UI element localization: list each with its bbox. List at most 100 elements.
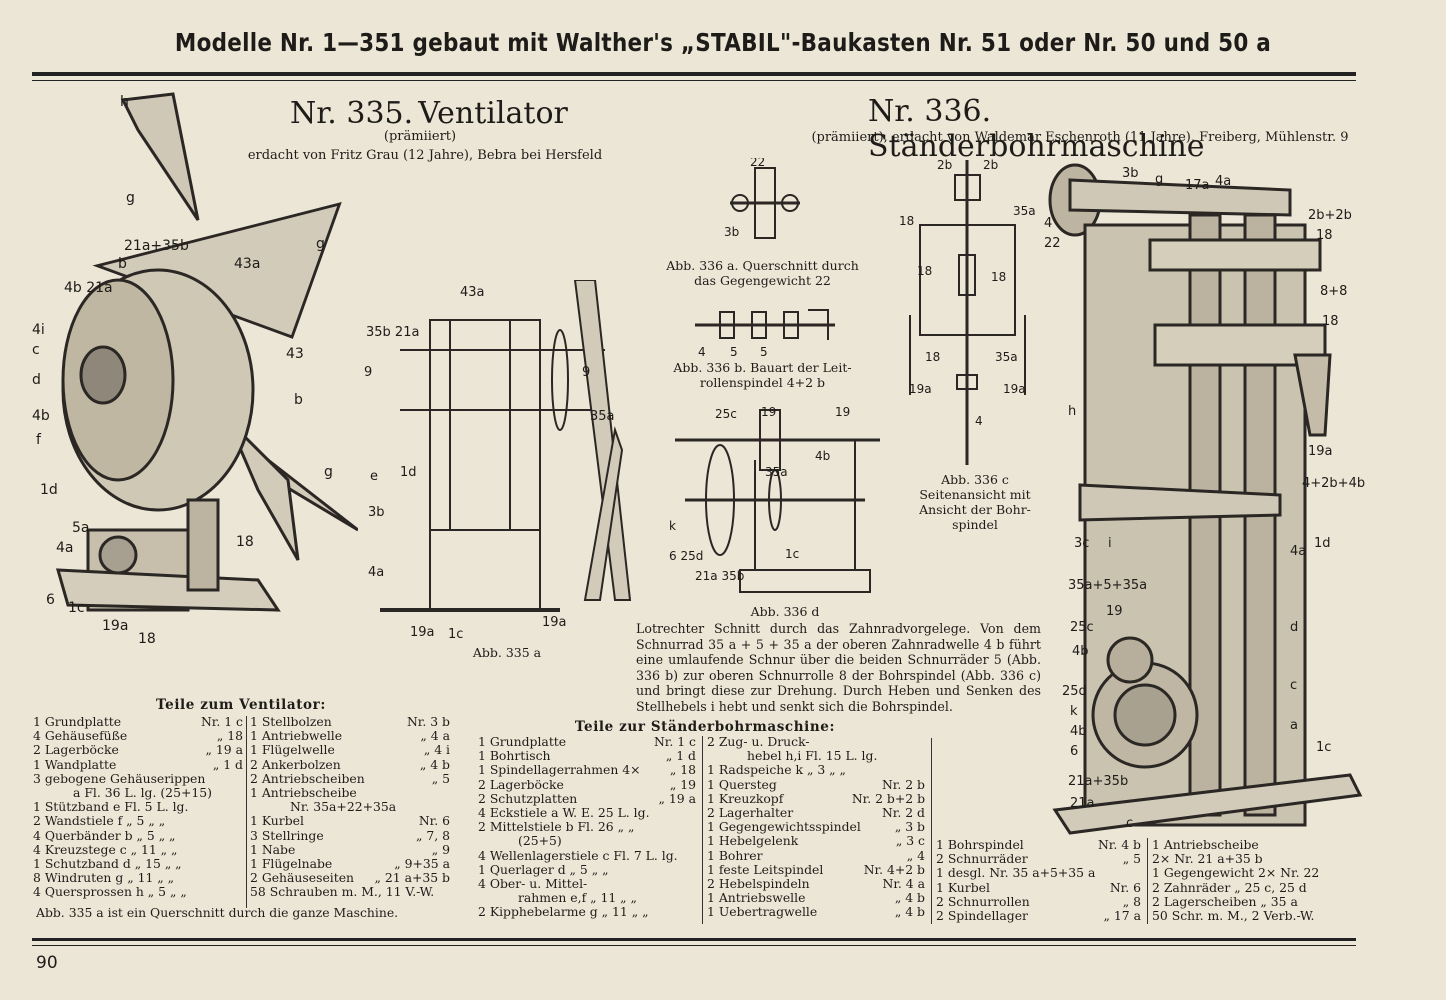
svg-text:1c: 1c xyxy=(68,600,85,616)
svg-text:3b: 3b xyxy=(724,225,739,239)
parts-list-item: 2 Spindellager „ 17 a xyxy=(936,908,1141,924)
parts-item-number: „ 17 a xyxy=(1103,908,1141,924)
svg-text:e: e xyxy=(370,469,378,484)
svg-text:d: d xyxy=(32,372,41,388)
header-rule-thin xyxy=(32,80,1356,81)
svg-text:9: 9 xyxy=(364,365,372,380)
parts-item-number: Nr. 4 a xyxy=(882,876,926,892)
svg-text:2b: 2b xyxy=(937,158,952,172)
bohrmaschine-parts-col2: 2 Zug- u. Druck-hebel h,i Fl. 15 L. lg.1… xyxy=(707,734,926,920)
parts-item-number: „ 9 xyxy=(431,841,450,857)
footer-rule-thin xyxy=(32,945,1356,946)
parts-list-item: 1 Schutzband d „ 15 „ „ xyxy=(33,856,243,871)
caption-abb-336b: Abb. 336 b. Bauart der Leit- rollenspind… xyxy=(650,360,875,390)
parts-item-number: „ 18 xyxy=(669,762,696,778)
svg-text:8+8: 8+8 xyxy=(1320,284,1347,299)
ventilator-title: Nr. 335. Ventilator xyxy=(290,96,620,131)
parts-item-name: 1 Bohrer xyxy=(707,847,763,863)
svg-text:g: g xyxy=(324,464,333,480)
parts-item-name: 1 Antriebscheibe xyxy=(1152,837,1259,852)
svg-text:21a+35b: 21a+35b xyxy=(124,238,189,254)
parts-item-name: 1 Flügelnabe xyxy=(250,856,333,872)
bohrmaschine-inventor: (prämiiert), erdacht von Waldemar Eschen… xyxy=(811,130,1349,145)
bohrmaschine-parts-separator-1 xyxy=(702,736,703,924)
parts-list-item: Nr. 35a+22+35a xyxy=(250,800,450,814)
svg-text:4a: 4a xyxy=(1215,174,1231,189)
parts-list-item: 1 Hebelgelenk„ 3 c xyxy=(707,834,925,848)
parts-item-name: 3 Stellringe xyxy=(250,827,324,843)
parts-item-number: „ 19 xyxy=(669,776,696,792)
parts-list-item: 1 Spindellagerrahmen 4×„ 18 xyxy=(478,763,696,777)
parts-item-number: „ 21 a+35 b xyxy=(374,870,450,886)
bohrmaschine-parts-separator-2 xyxy=(931,738,932,924)
parts-item-number: „ 4 b xyxy=(894,904,925,920)
svg-text:43: 43 xyxy=(286,346,304,362)
svg-text:18: 18 xyxy=(1316,228,1333,243)
parts-list-item: 2 Ankerbolzen„ 4 b xyxy=(250,757,450,772)
parts-item-number: „ 1 d xyxy=(212,756,243,772)
ventilator-model-number: Nr. 335. xyxy=(290,96,414,131)
parts-item-name: 1 Gegengewicht 2× Nr. 22 xyxy=(1152,865,1320,881)
parts-item-name: 4 Querbänder b „ 5 „ „ xyxy=(33,827,176,843)
ventilator-parts-heading: Teile zum Ventilator: xyxy=(156,697,326,713)
svg-text:18: 18 xyxy=(236,534,254,550)
svg-text:i: i xyxy=(1108,536,1112,551)
svg-text:6 25d: 6 25d xyxy=(669,549,703,563)
parts-item-name: 1 Bohrtisch xyxy=(478,748,551,764)
svg-text:19: 19 xyxy=(1106,604,1123,619)
parts-item-name: 1 Antriebscheibe xyxy=(250,785,357,801)
parts-item-number: „ 8 xyxy=(1122,893,1141,909)
svg-text:h: h xyxy=(120,94,129,110)
parts-item-name: 1 Antriebwelle xyxy=(250,728,343,744)
parts-item-number: „ 9+35 a xyxy=(394,856,450,872)
parts-list-item: 2 Schnurräder„ 5 xyxy=(936,852,1141,866)
caption-abb-336c-line4: spindel xyxy=(952,517,998,532)
parts-item-name: 1 Stützband e Fl. 5 L. lg. xyxy=(33,799,189,815)
parts-item-name: rahmen e,f „ 11 „ „ xyxy=(518,890,637,906)
svg-text:5: 5 xyxy=(730,345,738,359)
parts-list-item: 2 Schutzplatten„ 19 a xyxy=(478,791,696,806)
svg-text:21a 35b: 21a 35b xyxy=(695,569,744,583)
svg-text:4b 21a: 4b 21a xyxy=(64,280,113,296)
parts-list-item: 2 Schnurrollen„ 8 xyxy=(936,893,1141,909)
svg-text:d: d xyxy=(1290,620,1298,635)
parts-item-name: 2 Antriebscheiben xyxy=(250,770,365,786)
parts-item-name: 2 Spindellager xyxy=(936,908,1028,924)
parts-list-item: 58 Schrauben m. M., 11 V.-W. xyxy=(250,885,450,899)
parts-list-item: 2 Zug- u. Druck- xyxy=(707,734,925,749)
svg-text:19a: 19a xyxy=(1003,382,1026,396)
bohrmaschine-parts-heading: Teile zur Ständerbohrmaschine: xyxy=(574,719,836,735)
svg-text:4b: 4b xyxy=(1072,644,1089,659)
svg-text:6: 6 xyxy=(1070,744,1078,759)
svg-text:35a+5+35a: 35a+5+35a xyxy=(1068,578,1147,593)
parts-list-item: 4 Quersprossen h „ 5 „ „ xyxy=(33,885,243,899)
parts-item-name: 1 Bohrspindel xyxy=(936,837,1024,852)
svg-text:1d: 1d xyxy=(40,482,58,498)
svg-text:b: b xyxy=(118,256,127,272)
caption-abb-336d: Abb. 336 d xyxy=(750,604,820,619)
svg-text:4b: 4b xyxy=(1070,724,1087,739)
parts-item-number: „ 4 i xyxy=(423,742,450,758)
ventilator-name: Ventilator xyxy=(418,96,568,131)
parts-item-name: 1 Kreuzkopf xyxy=(707,790,784,806)
parts-item-number: Nr. 2 b xyxy=(881,776,925,792)
svg-text:4a: 4a xyxy=(1290,544,1306,559)
parts-list-item: 1 Bohrtisch„ 1 d xyxy=(478,749,696,763)
parts-item-number: „ 5 xyxy=(431,770,450,786)
parts-item-name: hebel h,i Fl. 15 L. lg. xyxy=(747,748,878,764)
parts-list-item: 1 Flügelwelle„ 4 i xyxy=(250,743,450,757)
parts-item-name: 2 Lagerböcke xyxy=(478,776,564,792)
parts-item-name: 1 Radspeiche k „ 3 „ „ xyxy=(707,762,846,778)
parts-list-item: 1 Radspeiche k „ 3 „ „ xyxy=(707,763,925,777)
parts-list-item: 2× Nr. 21 a+35 b xyxy=(1152,852,1352,866)
parts-list-item: 4 Gehäusefüße„ 18 xyxy=(33,729,243,743)
svg-text:19: 19 xyxy=(761,405,776,419)
caption-abb-336c: Abb. 336 c Seitenansicht mit Ansicht der… xyxy=(900,472,1050,532)
svg-text:18: 18 xyxy=(899,214,914,228)
